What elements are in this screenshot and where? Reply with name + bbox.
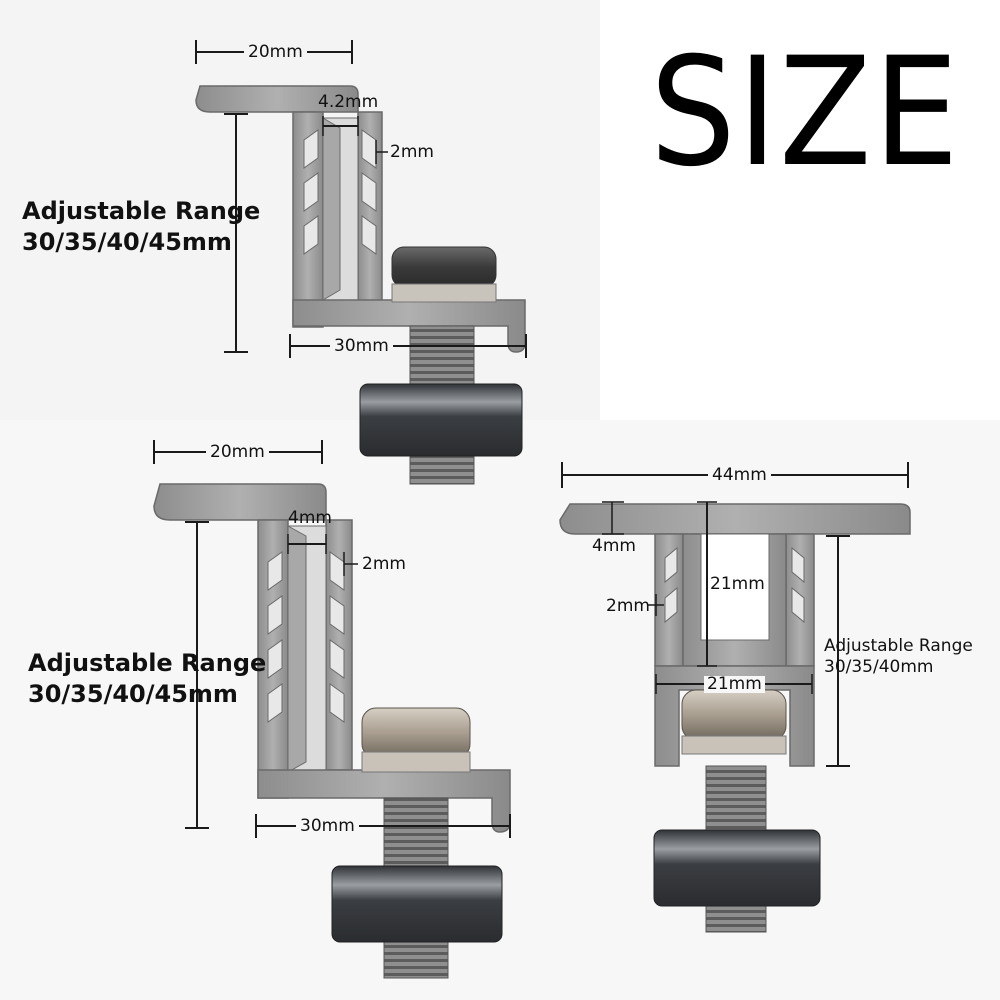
dim-width-label: 44mm	[708, 467, 771, 484]
range-label: Adjustable Range 30/35/40mm	[824, 636, 973, 679]
dim-wall-label: 2mm	[606, 596, 650, 616]
dim-base-label: 30mm	[296, 818, 359, 835]
dim-wall-label: 2mm	[362, 554, 406, 574]
dim-inner-height-label: 21mm	[710, 574, 765, 594]
range-label: Adjustable Range 30/35/40/45mm	[22, 196, 260, 258]
range-title: Adjustable Range	[28, 649, 267, 677]
range-values: 30/35/40/45mm	[28, 680, 238, 709]
dim-base-label: 30mm	[330, 338, 393, 355]
dim-slot-label: 4.2mm	[318, 92, 379, 112]
range-values: 30/35/40mm	[824, 657, 934, 678]
dim-slot-label: 4mm	[288, 508, 332, 528]
dim-width-label: 20mm	[244, 44, 307, 61]
page-title: SIZE	[650, 26, 961, 200]
range-title: Adjustable Range	[22, 197, 261, 225]
dim-width-label: 20mm	[206, 444, 269, 461]
range-title: Adjustable Range	[824, 636, 973, 656]
end-clamp-top-drawing	[195, 40, 527, 485]
range-label: Adjustable Range 30/35/40/45mm	[28, 648, 266, 710]
range-values: 30/35/40/45mm	[22, 228, 232, 257]
dim-wall-label: 2mm	[390, 142, 434, 162]
dim-inner-width-label: 21mm	[704, 676, 765, 693]
dim-flange-label: 4mm	[592, 536, 636, 556]
